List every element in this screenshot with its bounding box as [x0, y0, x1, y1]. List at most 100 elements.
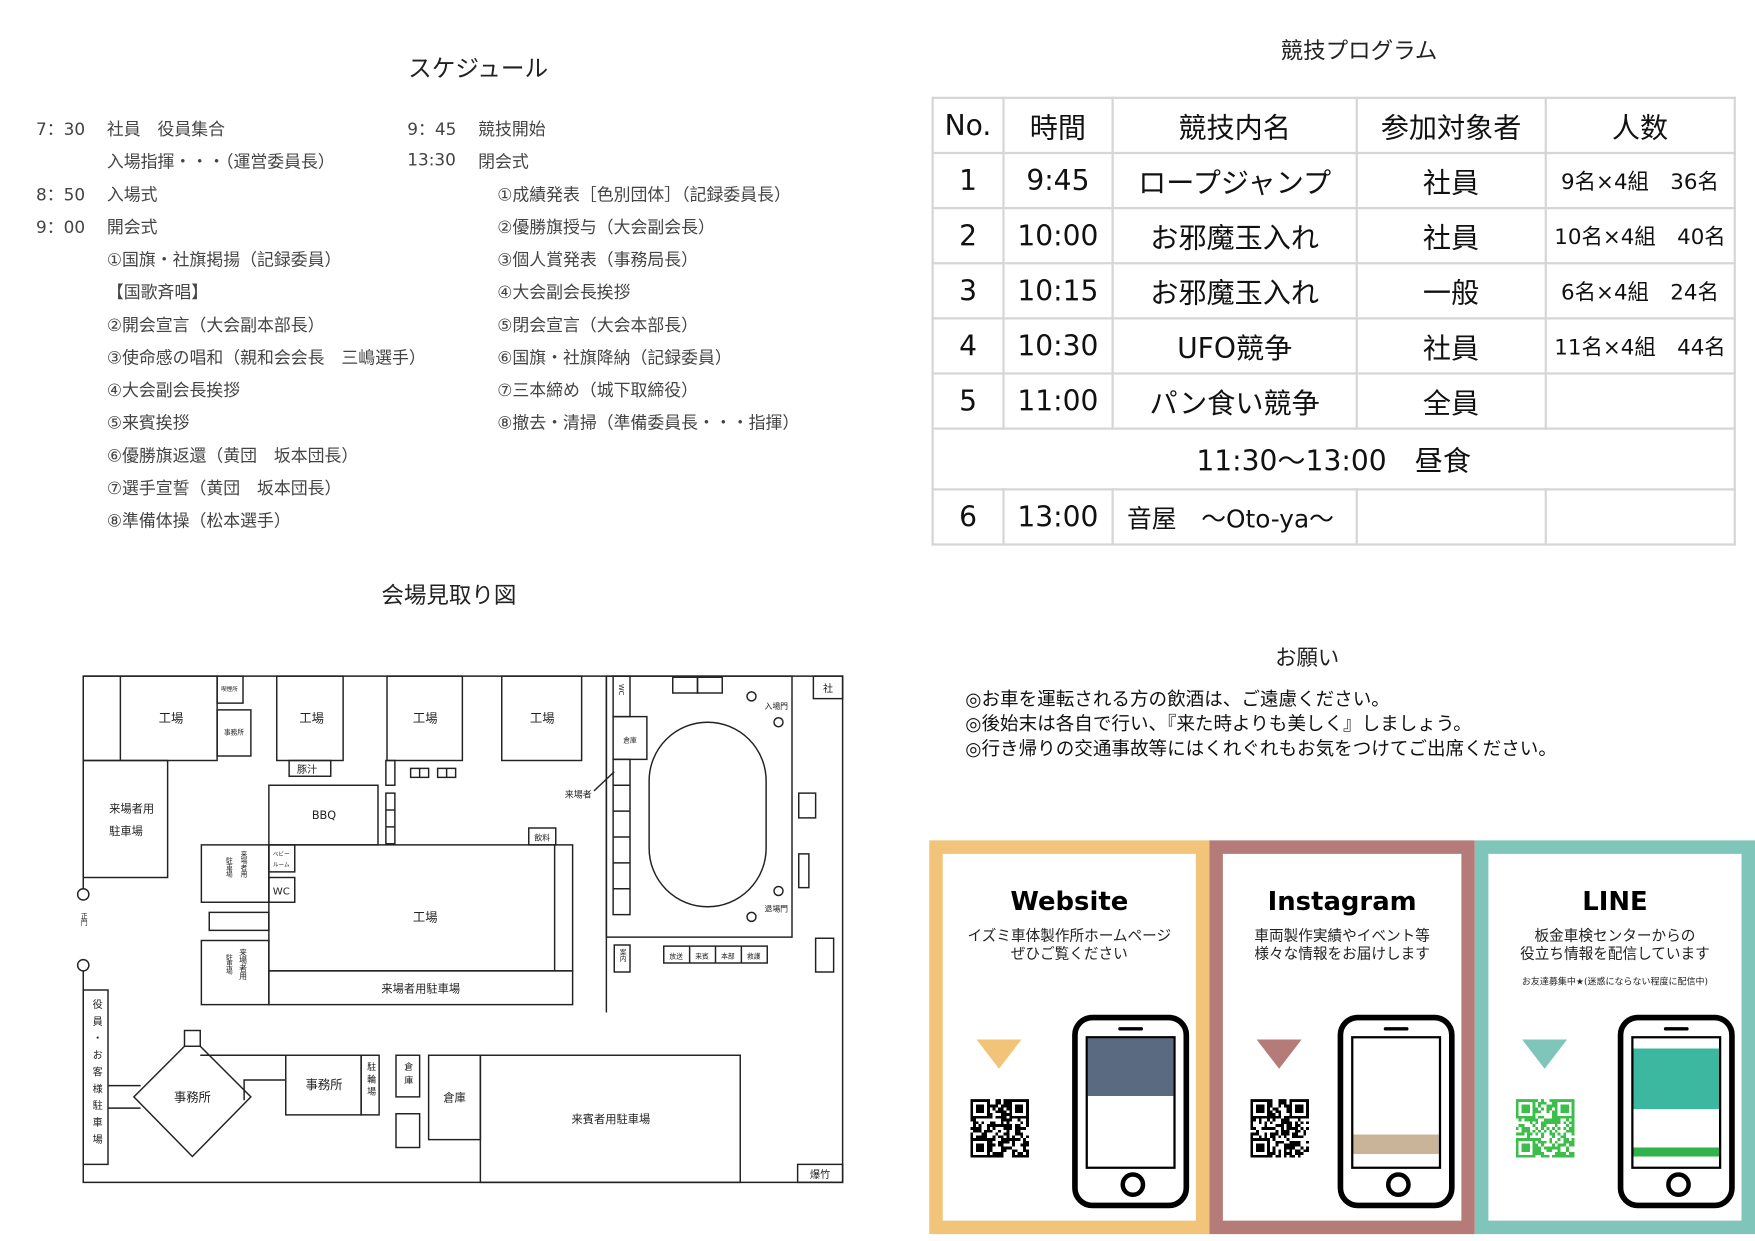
label-visitor-parking: 来場者用 [109, 802, 154, 815]
label-tent: 放送 [669, 952, 683, 961]
closing-ceremony-item: ⑥国旗・社旗降納（記録委員） [497, 347, 732, 368]
closing-ceremony-item: ④大会副会長挨拶 [497, 282, 631, 303]
cell-time: 10:00 [1002, 207, 1114, 265]
label-visitor: 来場者用 [239, 850, 247, 878]
cell-name: お邪魔玉入れ [1111, 262, 1359, 320]
label-office: 事務所 [174, 1090, 211, 1104]
schedule-item: ⑥優勝旗返還（黄団 坂本団長） [106, 445, 359, 466]
card-subtitle: 車両製作実績やイベント等様々な情報をお届けします [1223, 928, 1462, 964]
card-subtitle-line: 車両製作実績やイベント等 [1254, 928, 1430, 945]
card-subtitle-line: 板金車検センターからの [1534, 928, 1696, 945]
cell-no: 4 [931, 317, 1005, 375]
phone-home-button [1386, 1172, 1411, 1197]
gate-post [76, 888, 90, 901]
schedule-item: 閉会式 [478, 151, 529, 173]
down-arrow-icon [1522, 1039, 1568, 1069]
schedule-item: ②開会宣言（大会副本部長） [106, 315, 325, 336]
label-parking: 駐車場 [224, 953, 232, 976]
request-item: ◎行き帰りの交通事故等にはくれぐれもお気をつけてご出席ください。 [965, 738, 1557, 760]
schedule-item: 競技開始 [478, 119, 546, 140]
header-cell: 時間 [1002, 96, 1114, 155]
closing-ceremony-item: ⑤閉会宣言（大会本部長） [497, 315, 699, 336]
card-instagram: Instagram 車両製作実績やイベント等様々な情報をお届けします [1209, 840, 1475, 1235]
label-info: 案内 [618, 947, 626, 963]
schedule-item: ⑦選手宣誓（黄団 坂本団長） [106, 478, 342, 499]
card-title: Instagram [1267, 887, 1417, 917]
schedule-item: 【国歌斉唱】 [106, 282, 209, 303]
header-cell: 人数 [1544, 96, 1736, 155]
label-staff-parking: 役員・お客様駐車場 [90, 998, 102, 1151]
closing-ceremony-item: ⑧撤去・清掃（準備委員長・・・指揮） [497, 412, 800, 434]
wc [268, 876, 296, 903]
cell-target: 社員 [1355, 151, 1547, 210]
cell-no: 6 [931, 488, 1005, 546]
phone-speaker [1663, 1027, 1689, 1031]
cell-target: 社員 [1355, 207, 1547, 265]
down-arrow-icon [976, 1039, 1022, 1069]
label-tonjiru: 豚汁 [297, 763, 317, 776]
label-factory: 工場 [530, 711, 555, 725]
program-header-row: No.時間競技内名参加対象者人数 [931, 96, 1736, 155]
fireworks-area [796, 1163, 844, 1184]
card-title: Website [1010, 887, 1129, 917]
schedule-time: 8：50 [36, 184, 86, 205]
label-storage: 倉庫 [443, 1090, 466, 1104]
visitor-parking-lot [82, 759, 169, 879]
label-baby-room: ルーム [273, 861, 290, 868]
schedule-time: 9：00 [36, 217, 86, 238]
smoking-area [216, 675, 244, 704]
cell-name: お邪魔玉入れ [1111, 207, 1359, 265]
label-exit-gate: 退場門 [764, 903, 788, 913]
factory-building [386, 675, 464, 762]
phone-screenshot [1351, 1036, 1442, 1169]
cell-count: 6名×4組 24名 [1544, 262, 1736, 320]
cell-count: 9名×4組 36名 [1544, 151, 1736, 210]
closing-ceremony-item: ①成績発表［色別団体］（記録委員長） [497, 184, 791, 205]
cell-name: 音屋 ～Oto-ya～ [1111, 488, 1359, 546]
phone-speaker [1118, 1027, 1143, 1031]
cell-target [1355, 488, 1547, 546]
request-item: ◎後始末は各自で行い、『来た時よりも美しく』しましょう。 [965, 713, 1472, 735]
label-main-gate: 正門 [79, 912, 87, 927]
schedule-item: ③使命感の唱和（親和会会長 三嶋選手） [106, 347, 426, 368]
cell-time: 10:30 [1002, 317, 1114, 375]
label-visitor-parking: 来場者用駐車場 [381, 981, 460, 995]
card-subtitle-line: ぜひご覧ください [1010, 946, 1128, 963]
cell-no: 2 [931, 207, 1005, 265]
cell-time: 13:00 [1002, 488, 1114, 546]
cell-count [1544, 372, 1736, 430]
schedule-item: 社員 役員集合 [106, 119, 226, 140]
cell-target: 全員 [1355, 372, 1547, 430]
qr-code[interactable] [1513, 1099, 1577, 1158]
cell-name: パン食い競争 [1111, 372, 1359, 430]
factory-building [501, 675, 583, 762]
lunch-row: 11:30～13:00 昼食 [931, 427, 1736, 491]
main-factory [268, 844, 574, 972]
label-factory: 工場 [159, 711, 184, 725]
schedule-item: ⑤来賓挨拶 [106, 412, 190, 434]
cell-time: 10:15 [1002, 262, 1114, 320]
qr-code[interactable] [1248, 1099, 1312, 1158]
cell-target: 社員 [1355, 317, 1547, 375]
schedule-time: 9：45 [407, 119, 457, 140]
qr-code[interactable] [968, 1099, 1032, 1158]
label-baby-room: ベビー [273, 850, 290, 858]
phone-icon [1337, 1014, 1455, 1209]
cell-target: 一般 [1355, 262, 1547, 320]
label-fireworks: 爆竹 [810, 1168, 830, 1181]
schedule-time: 7：30 [36, 119, 86, 140]
label-factory: 工場 [299, 711, 324, 725]
wc [612, 675, 631, 718]
cell-no: 3 [931, 262, 1005, 320]
label-tent: 救護 [747, 952, 761, 961]
cell-count: 11名×4組 44名 [1544, 317, 1736, 375]
cell-count [1544, 488, 1736, 546]
